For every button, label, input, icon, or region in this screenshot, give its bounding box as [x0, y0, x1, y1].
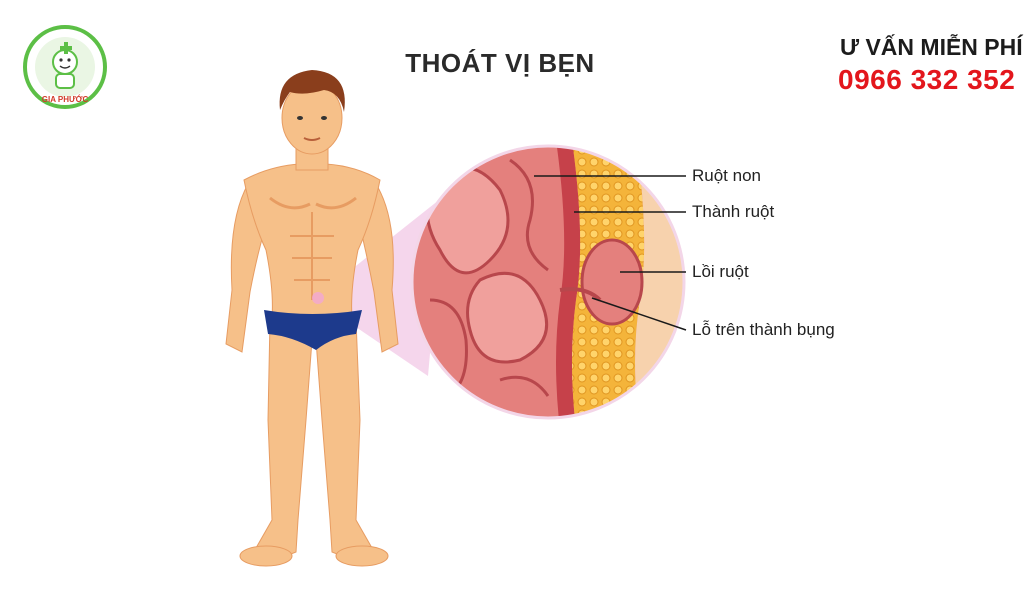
hotline-phone[interactable]: 0966 332 352	[838, 64, 1016, 95]
label-intestinal-wall: Thành ruột	[692, 202, 775, 221]
human-figure	[225, 70, 399, 567]
label-small-intestine: Ruột non	[692, 166, 761, 185]
zoom-circle	[412, 146, 684, 418]
leader-line-wall-hole	[591, 297, 687, 331]
hotline-label: Ư VẤN MIỄN PHÍ	[840, 34, 1023, 60]
diagram-title: THOÁT VỊ BẸN	[405, 48, 595, 78]
label-abdominal-wall-hole: Lỗ trên thành bụng	[692, 320, 835, 339]
label-hernia-bulge: Lồi ruột	[692, 262, 749, 281]
